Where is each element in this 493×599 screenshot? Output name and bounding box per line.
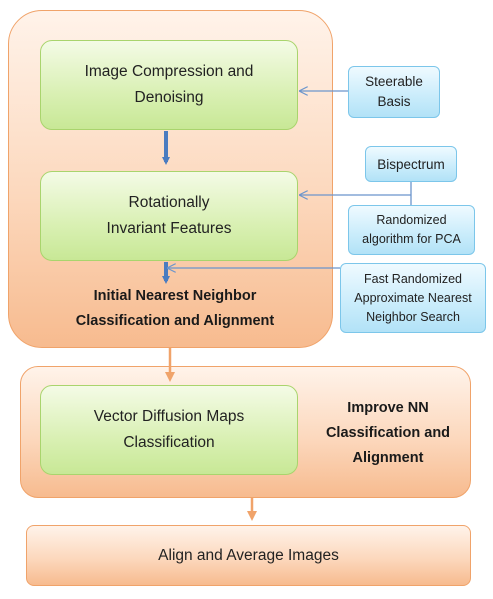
align-average-text: Align and Average Images xyxy=(158,546,339,564)
image-compression-text: Image Compression and Denoising xyxy=(84,63,254,106)
rotational-features-box: Rotationally Invariant Features xyxy=(40,171,298,261)
steerable-basis-box: Steerable Basis xyxy=(348,66,440,118)
randomized-pca-text: Randomized algorithm for PCA xyxy=(362,213,461,246)
image-compression-box: Image Compression and Denoising xyxy=(40,40,298,130)
rotational-features-text: Rotationally Invariant Features xyxy=(106,194,232,237)
vdm-text: Vector Diffusion Maps Classification xyxy=(93,408,245,451)
initial-classification-label: Initial Nearest Neighbor Classification … xyxy=(75,288,275,329)
vdm-box: Vector Diffusion Maps Classification xyxy=(40,385,298,475)
align-average-box: Align and Average Images xyxy=(26,525,471,586)
randomized-pca-box: Randomized algorithm for PCA xyxy=(348,205,475,255)
fast-nn-search-text: Fast Randomized Approximate Nearest Neig… xyxy=(354,271,472,324)
bispectrum-text: Bispectrum xyxy=(377,156,445,172)
fast-nn-search-box: Fast Randomized Approximate Nearest Neig… xyxy=(340,263,486,333)
improve-nn-label: Improve NN Classification and Alignment xyxy=(325,400,451,466)
steerable-basis-text: Steerable Basis xyxy=(365,74,423,109)
bispectrum-box: Bispectrum xyxy=(365,146,457,182)
